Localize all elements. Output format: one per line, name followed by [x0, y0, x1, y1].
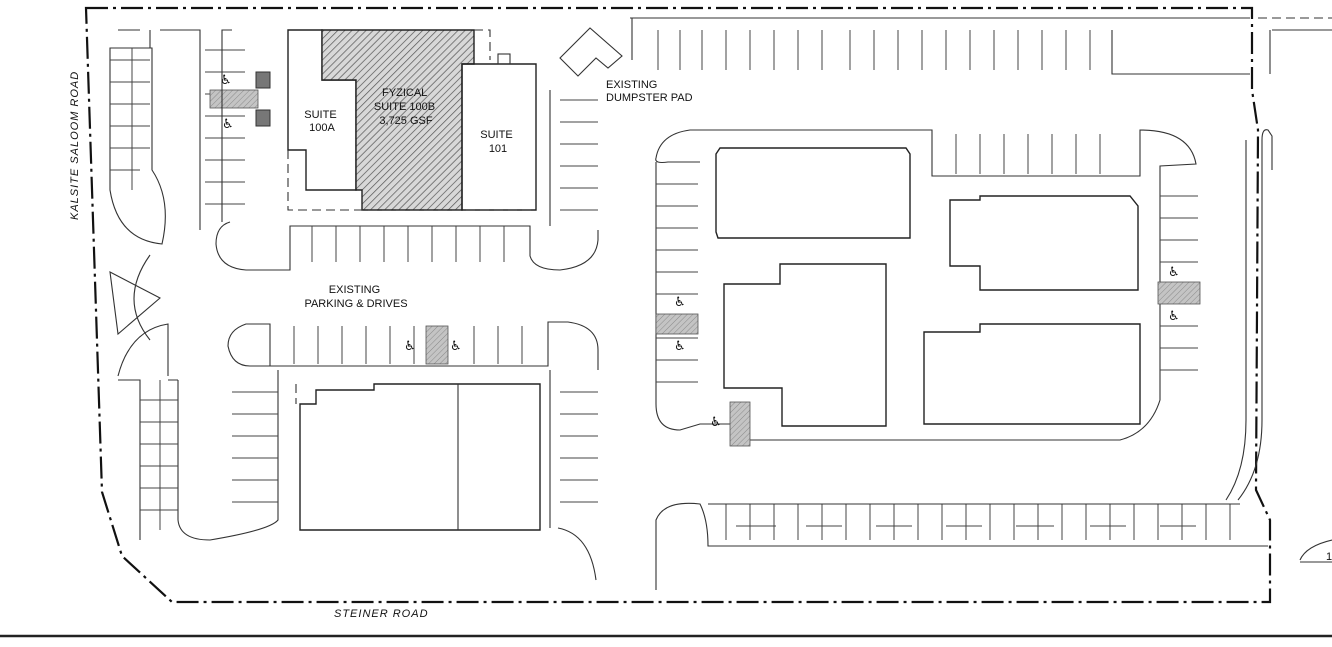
traffic-island	[109, 271, 161, 336]
top-parking-row	[631, 18, 1332, 75]
building-lower	[295, 383, 541, 531]
east-building-sw	[723, 263, 887, 427]
property-boundary	[84, 6, 1272, 604]
accessible-parking-icon: ♿	[222, 117, 234, 132]
east-lot: ♿ ♿ ♿ ♿ ♿	[655, 129, 1201, 447]
east-building-se	[923, 323, 1141, 425]
accessible-parking-icon: ♿	[710, 415, 722, 430]
accessible-parking-icon: ♿	[1168, 309, 1180, 324]
suite-101-label: SUITE 101	[480, 129, 515, 155]
accessible-parking-icon: ♿	[404, 339, 416, 354]
dumpster-pad	[559, 27, 623, 77]
accessible-parking-icon: ♿	[1168, 265, 1180, 280]
southeast-parking	[655, 502, 1268, 590]
east-building-ne	[949, 195, 1139, 291]
dumpster-pad-label: EXISTING DUMPSTER PAD	[606, 79, 693, 104]
parking-drives-label: EXISTING PARKING & DRIVES	[304, 284, 407, 310]
lower-parking-row: ♿ ♿	[227, 321, 599, 581]
accessible-parking-icon: ♿	[450, 339, 462, 354]
accessible-parking-icon: ♿	[220, 73, 232, 88]
road-label-south: STEINER ROAD	[334, 608, 429, 620]
road-label-west: KALSITE SALOOM ROAD	[69, 71, 81, 220]
corner-sheet-number: 1	[1326, 551, 1332, 563]
building-upper	[287, 29, 537, 211]
upper-parking-row	[215, 29, 599, 271]
east-building-nw	[715, 147, 911, 239]
suite-100a-label: SUITE 100A	[304, 109, 339, 134]
west-parking: ♿ ♿	[109, 29, 271, 245]
suite-100b-label: FYZICAL SUITE 100B 3,725 GSF	[374, 87, 438, 127]
accessible-parking-icon: ♿	[674, 295, 686, 310]
accessible-parking-icon: ♿	[674, 339, 686, 354]
west-lower-parking	[117, 323, 279, 541]
